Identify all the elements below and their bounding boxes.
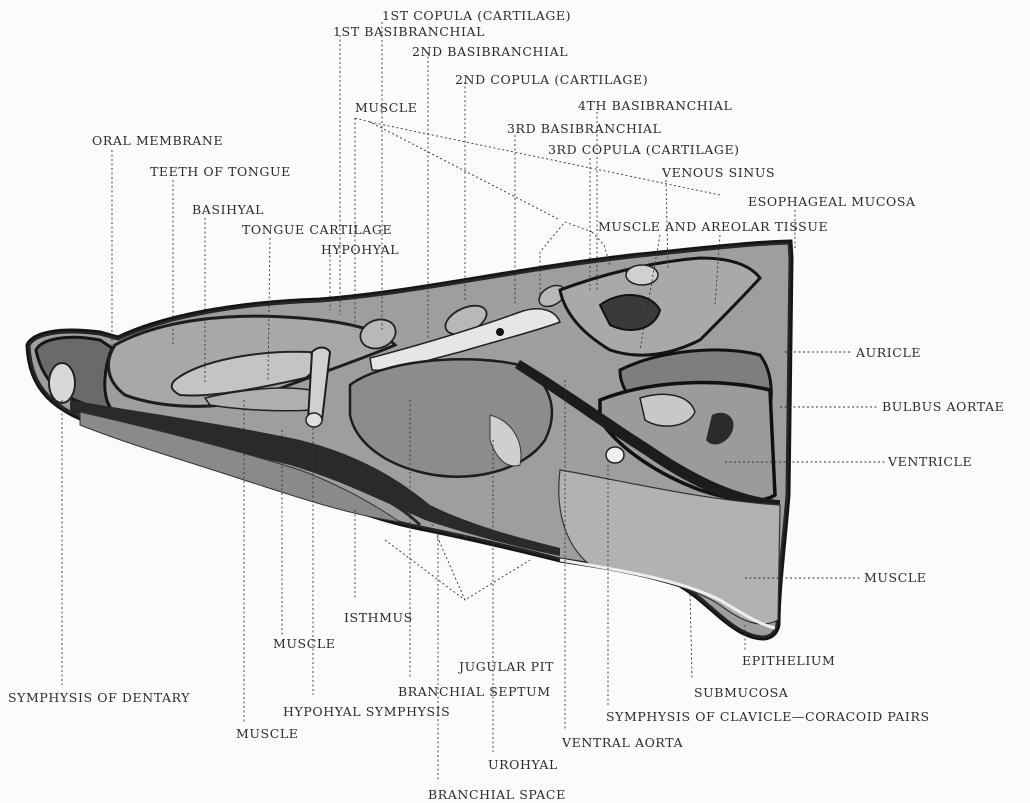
label-fourth-basibranchial: 4TH BASIBRANCHIAL: [578, 98, 732, 113]
label-auricle: AURICLE: [855, 345, 921, 360]
label-branchial-space: BRANCHIAL SPACE: [428, 787, 566, 802]
label-ventricle: VENTRICLE: [887, 454, 972, 469]
label-venous-sinus: VENOUS SINUS: [661, 165, 775, 180]
label-symphysis-of-dentary: SYMPHYSIS OF DENTARY: [8, 690, 190, 705]
label-tongue-cartilage: TONGUE CARTILAGE: [242, 222, 392, 237]
hypohyal-knob: [306, 413, 322, 427]
label-third-basibranchial: 3RD BASIBRANCHIAL: [507, 121, 662, 136]
label-muscle-areolar-tissue: MUSCLE AND AREOLAR TISSUE: [598, 219, 828, 234]
label-epithelium: EPITHELIUM: [742, 653, 835, 668]
label-third-copula: 3RD COPULA (CARTILAGE): [548, 142, 740, 157]
label-basihyal: BASIHYAL: [192, 202, 264, 217]
label-jugular-pit: JUGULAR PIT: [457, 659, 554, 674]
specimen-section: [28, 242, 791, 638]
label-submucosa: SUBMUCOSA: [694, 685, 789, 700]
label-symphysis-of-clavicle-coracoid: SYMPHYSIS OF CLAVICLE—CORACOID PAIRS: [606, 709, 930, 724]
label-bulbus-aortae: BULBUS AORTAE: [882, 399, 1004, 414]
label-first-copula: 1ST COPULA (CARTILAGE): [382, 8, 571, 23]
label-muscle-lower: MUSCLE: [273, 636, 336, 651]
label-first-basibranchial: 1ST BASIBRANCHIAL: [333, 24, 485, 39]
label-muscle-bottom: MUSCLE: [236, 726, 299, 741]
label-isthmus: ISTHMUS: [344, 610, 413, 625]
esophageal-dark-loop: [600, 295, 660, 330]
label-second-basibranchial: 2ND BASIBRANCHIAL: [412, 44, 568, 59]
label-oral-membrane: ORAL MEMBRANE: [92, 133, 223, 148]
label-esophageal-mucosa: ESOPHAGEAL MUCOSA: [748, 194, 916, 209]
label-ventral-aorta: VENTRAL AORTA: [561, 735, 683, 750]
label-second-copula: 2ND COPULA (CARTILAGE): [455, 72, 648, 87]
label-muscle-top: MUSCLE: [355, 100, 418, 115]
dark-dot: [496, 328, 504, 336]
label-teeth-of-tongue: TEETH OF TONGUE: [150, 164, 291, 179]
label-urohyal: UROHYAL: [488, 757, 558, 772]
label-hypohyal-upper: HYPOHYAL: [321, 242, 399, 257]
label-muscle-right: MUSCLE: [864, 570, 927, 585]
dentary-symphysis-shape: [49, 363, 75, 403]
label-hypohyal-symphysis: HYPOHYAL SYMPHYSIS: [283, 704, 450, 719]
label-branchial-septum: BRANCHIAL SEPTUM: [398, 684, 551, 699]
ventral-aorta-shape: [606, 447, 624, 463]
